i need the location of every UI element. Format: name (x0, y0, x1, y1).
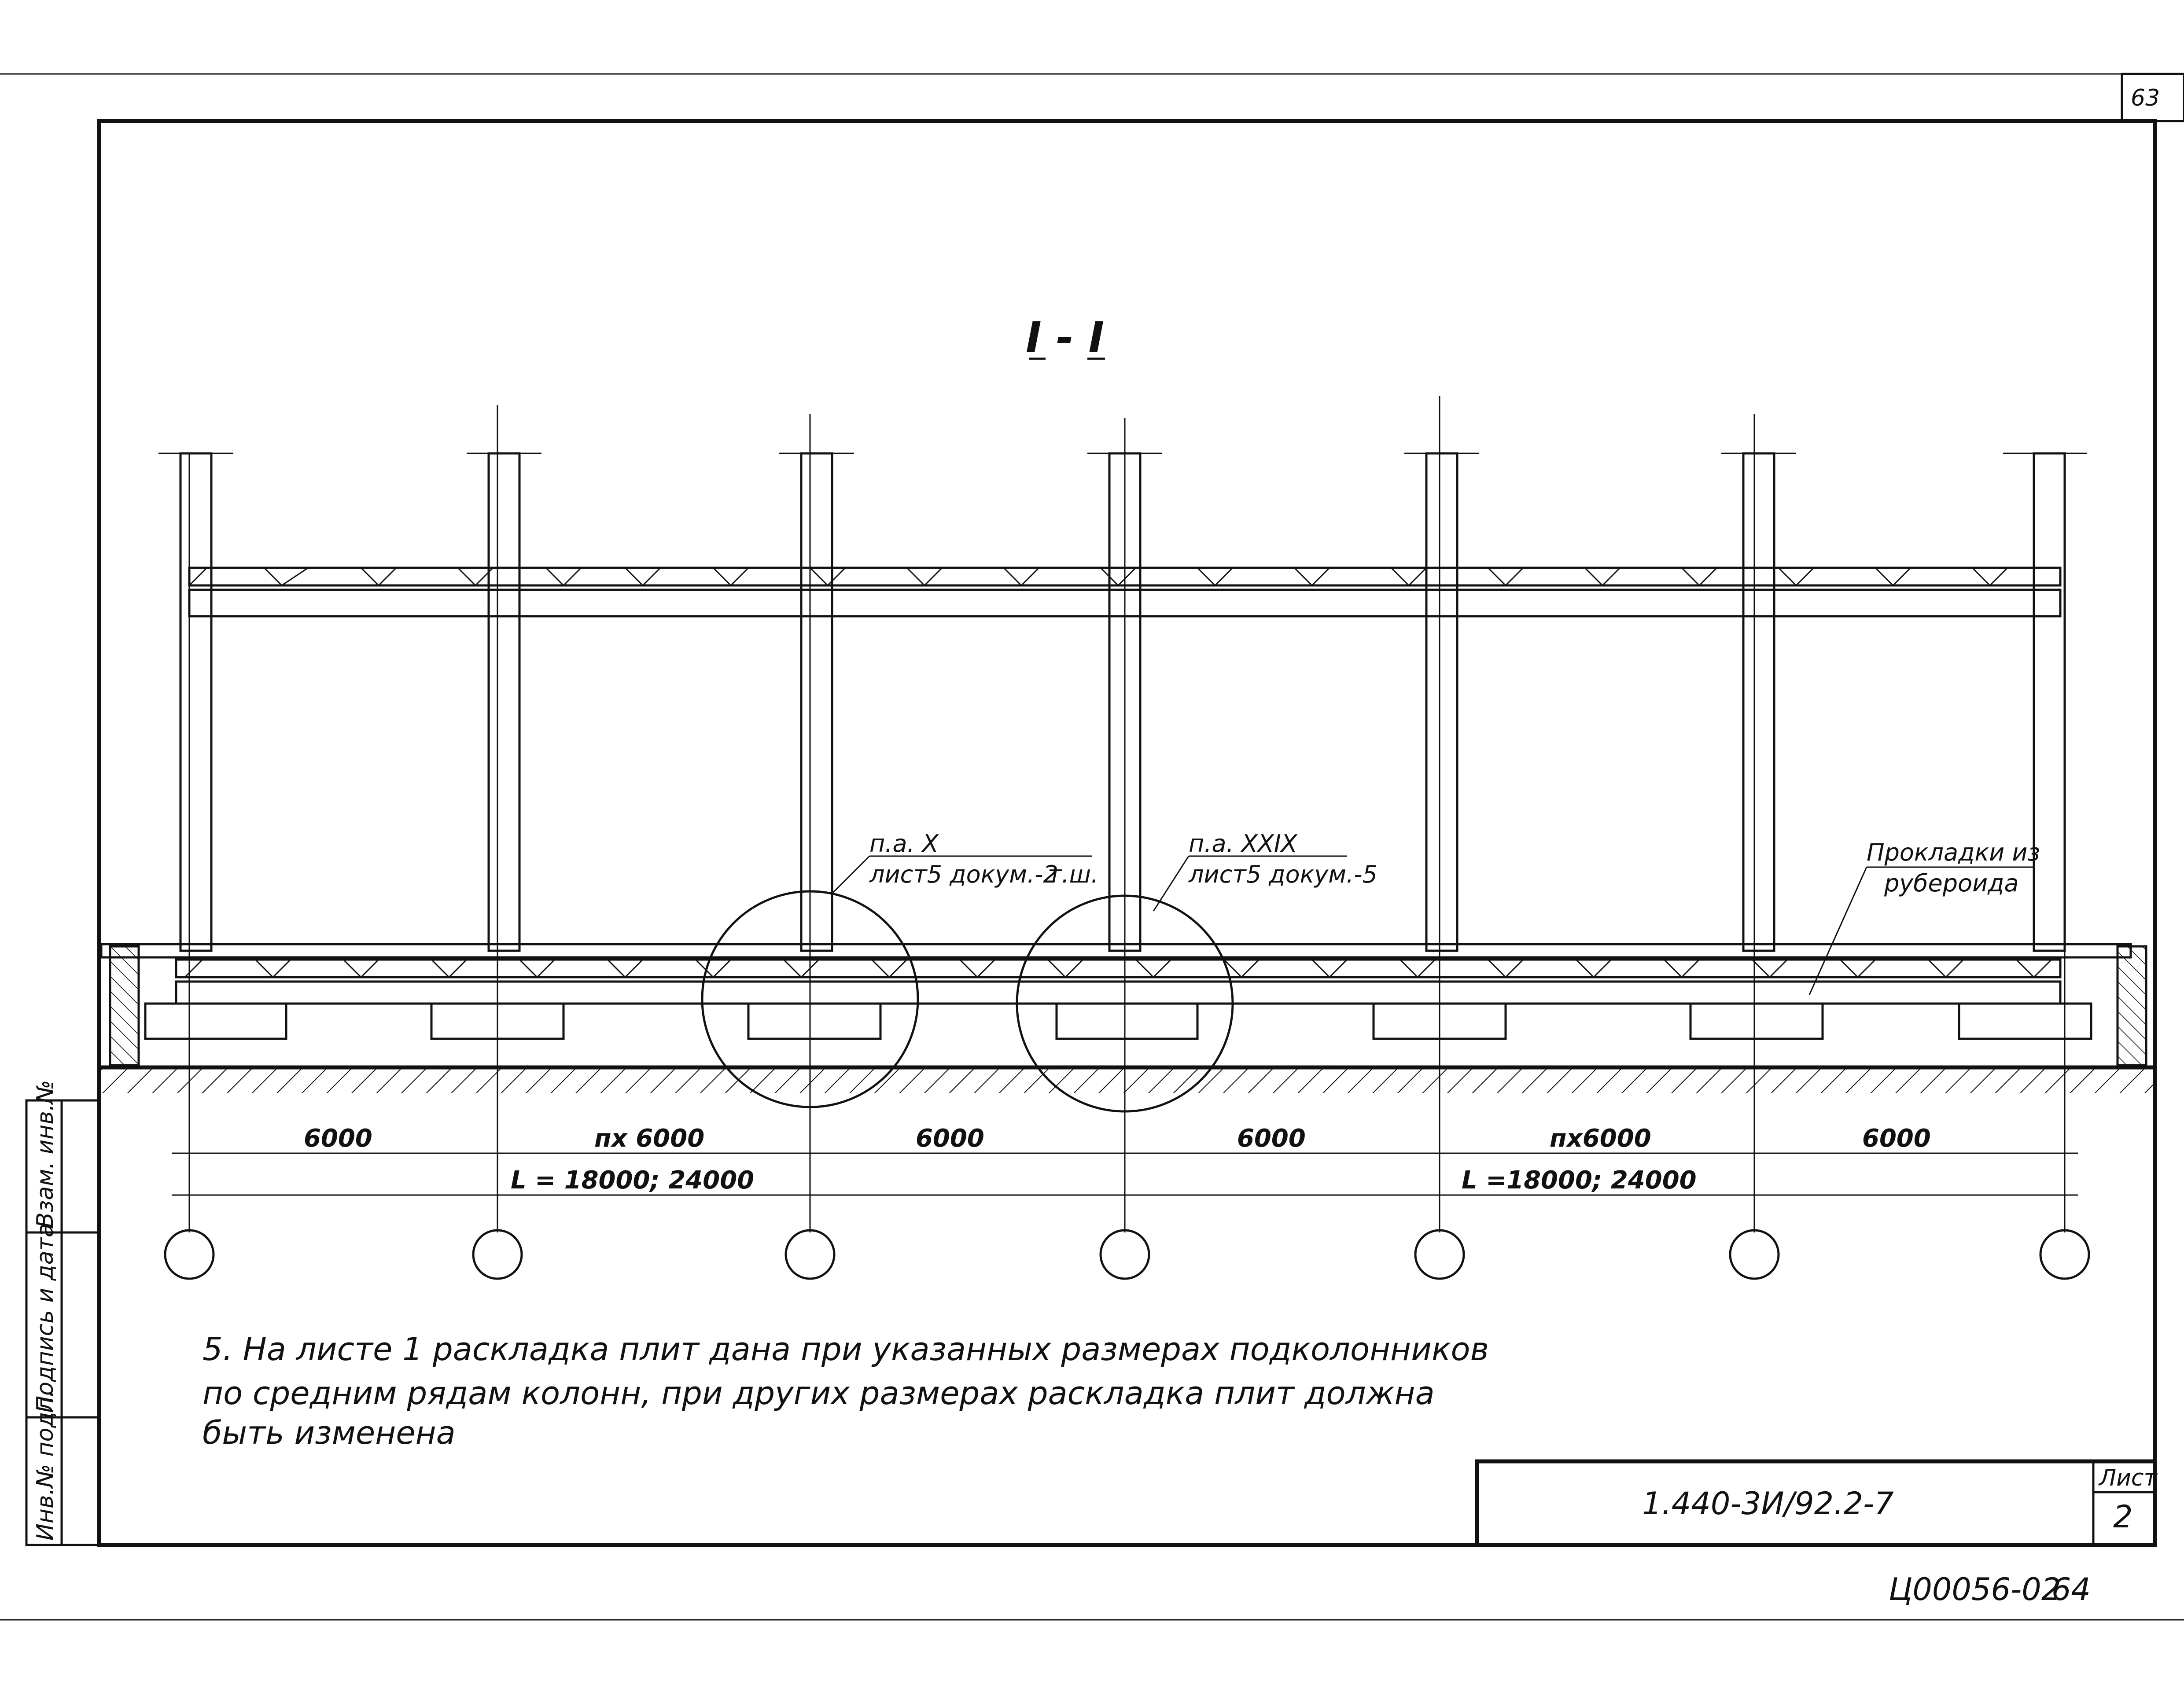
title-block (1475, 1459, 2157, 1547)
archive-code: Ц00056-02 (1889, 1571, 2061, 1607)
dim-label: пх6000 (1550, 1124, 1651, 1153)
sheet-label: Лист (2098, 1465, 2158, 1491)
foundation-blocks (144, 1002, 2092, 1040)
dim-label: 6000 (304, 1124, 372, 1153)
note-line2: по средним рядам колонн, при других разм… (203, 1375, 1435, 1412)
right-end-wall (2116, 945, 2147, 1067)
dim-label: 6000 (1237, 1124, 1306, 1153)
callout-middle-line2: лист5 докум.-5 (1188, 861, 1377, 888)
callout-left-line1: п.а. X (869, 830, 939, 857)
dim-label: 6000 (1862, 1124, 1931, 1153)
dimension-lines (172, 1152, 2078, 1196)
detail-circle-middle (1016, 894, 1234, 1113)
callout-right-line2: рубероида (1884, 869, 2019, 897)
document-code: 1.440-3И/92.2-7 (1642, 1486, 1894, 1522)
note-line1: 5. На листе 1 раскладка плит дана при ук… (203, 1331, 1489, 1368)
stamp-inv-no: Инв.№ подл. (32, 1390, 59, 1541)
columns (158, 452, 2087, 952)
stamp-replaced-inv: Взам. инв.№ (32, 1080, 59, 1228)
stamp-signature-date: Подпись и дата (32, 1223, 59, 1413)
floor-slab-deck (100, 943, 2132, 1005)
side-stamp (25, 1099, 100, 1546)
sheet-number: 2 (2113, 1499, 2133, 1535)
callout-left-line2: лист5 докум.-2 (869, 861, 1058, 888)
axis-markers (164, 1229, 2090, 1280)
detail-circle-left (701, 890, 919, 1108)
corner-page-number: 63 (2131, 85, 2160, 111)
dim-label: L = 18000; 24000 (511, 1166, 754, 1195)
dim-label: L =18000; 24000 (1462, 1166, 1697, 1195)
dim-label: пх 6000 (594, 1124, 704, 1153)
dim-label: 6000 (916, 1124, 984, 1153)
callout-middle-line1: п.а. XXIX (1189, 830, 1298, 857)
sheet-frame (0, 73, 2184, 1621)
note-line3: быть изменена (203, 1414, 456, 1451)
callout-left-extra: т.ш. (1048, 861, 1098, 888)
archive-page: 64 (2051, 1571, 2091, 1607)
section-title: I - I (1026, 313, 1104, 362)
left-end-wall (109, 945, 140, 1067)
axis-lines (188, 396, 2066, 1232)
callout-right-line1: Прокладки из (1867, 839, 2040, 866)
ground-line (99, 1065, 2155, 1093)
